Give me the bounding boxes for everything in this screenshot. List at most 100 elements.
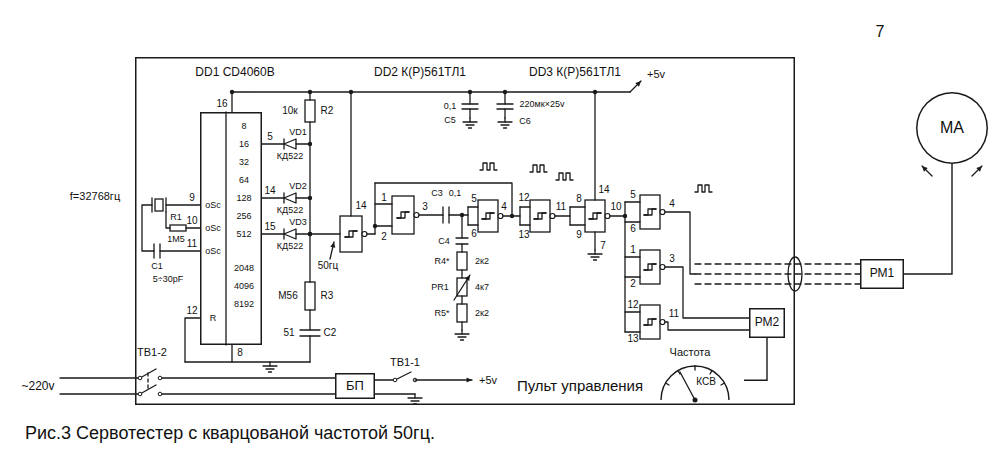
ground-symbol [504, 127, 507, 128]
schematic-label: 10 [186, 216, 197, 226]
ground-symbol [463, 121, 477, 122]
schematic-label: 14 [598, 185, 609, 195]
schmitt-gate [530, 200, 550, 232]
schematic-label: 8 [576, 194, 582, 204]
wire [185, 361, 310, 362]
hysteresis-mark [644, 319, 656, 325]
wire [165, 198, 166, 212]
node-text: 32 [239, 158, 249, 167]
arrow-head [465, 275, 470, 281]
arrow-head [976, 166, 982, 172]
wire [461, 322, 462, 330]
wire [60, 393, 140, 394]
hysteresis-mark [644, 264, 656, 270]
wire [153, 244, 154, 258]
wire [467, 207, 468, 225]
schmitt-gate [392, 196, 414, 234]
junction-dot [308, 90, 312, 94]
junction-dot [308, 196, 312, 200]
meter-tick [694, 366, 695, 370]
schematic-label: 51 [283, 328, 294, 338]
servo-circle: МА [916, 92, 988, 164]
wire [625, 201, 640, 202]
schematic-label: 6 [630, 224, 636, 234]
wire [375, 379, 395, 380]
wire [555, 215, 570, 216]
junction-dot [308, 232, 312, 236]
arrow-head [922, 166, 928, 172]
diode-symbol [284, 193, 296, 203]
schematic-label: DD2 К(Р)561ТЛ1 [374, 66, 466, 78]
schematic-label: 2 [630, 279, 636, 289]
wire [456, 237, 468, 238]
power-supply-box: БП [335, 373, 375, 399]
resistor-symbol [305, 100, 315, 122]
schematic-label: 1 [381, 193, 387, 203]
wire [570, 206, 585, 207]
wire [461, 244, 462, 252]
schmitt-gate [585, 200, 605, 232]
schematic-label: 5 [267, 132, 273, 142]
junction-dot [308, 232, 312, 236]
resistor-symbol [305, 282, 315, 310]
ground-symbol [469, 127, 472, 128]
schematic-label: С5 [444, 116, 456, 125]
ground-symbol [408, 397, 422, 398]
wire [300, 329, 320, 330]
wire [231, 92, 232, 112]
schematic-label: 2к2 [475, 309, 489, 318]
schematic-label: С3 [431, 189, 443, 198]
schematic-label: R4* [434, 257, 449, 266]
schmitt-gate [340, 216, 362, 252]
schematic-label: С2 [324, 328, 337, 338]
schematic-label: R5* [434, 309, 449, 318]
arrow-head [330, 242, 335, 248]
wire [375, 393, 415, 394]
node-text: БП [346, 379, 364, 393]
ground-symbol [269, 371, 272, 372]
node-text: oSc [205, 247, 221, 256]
schematic-label: КД522 [277, 242, 303, 251]
wire [166, 204, 200, 205]
wire [520, 224, 530, 225]
schematic-label: 5 [630, 190, 636, 200]
hysteresis-mark [644, 319, 656, 325]
schematic-label: 220мк×25v [520, 100, 565, 109]
ground-symbol [458, 336, 466, 337]
schematic-label: С4 [438, 237, 450, 246]
wire [60, 377, 140, 378]
schematic-label: 10 [610, 202, 621, 212]
schematic-label: ТВ1-1 [390, 357, 420, 368]
servo-cable [695, 283, 860, 284]
wire [186, 227, 200, 228]
meter-scale [661, 366, 729, 400]
servo-arm [922, 166, 932, 176]
connector-wire [744, 338, 767, 380]
ground-symbol [263, 365, 277, 366]
hysteresis-mark [644, 264, 656, 270]
wire [461, 270, 462, 278]
meter-tick [666, 383, 669, 385]
hysteresis-mark [482, 213, 494, 219]
wire [625, 221, 640, 222]
node-text: 128 [236, 194, 251, 203]
wire [225, 112, 226, 345]
schematic-label: 13 [627, 334, 638, 344]
wire [142, 205, 154, 251]
resistor-symbol [170, 225, 186, 231]
schematic-label: +5v [647, 69, 665, 80]
node-text: Частота [670, 347, 711, 358]
supply-arrow [415, 379, 472, 380]
wire [262, 143, 284, 144]
wire [309, 336, 310, 362]
schmitt-gate [640, 305, 660, 339]
junction-dot [373, 224, 377, 228]
wire [160, 393, 335, 394]
ground-symbol [411, 400, 419, 401]
schematic-label: VD3 [289, 218, 307, 227]
schematic-label: +5v [479, 375, 497, 386]
schematic-label: 11 [556, 202, 566, 212]
cable-grommet [788, 257, 802, 291]
